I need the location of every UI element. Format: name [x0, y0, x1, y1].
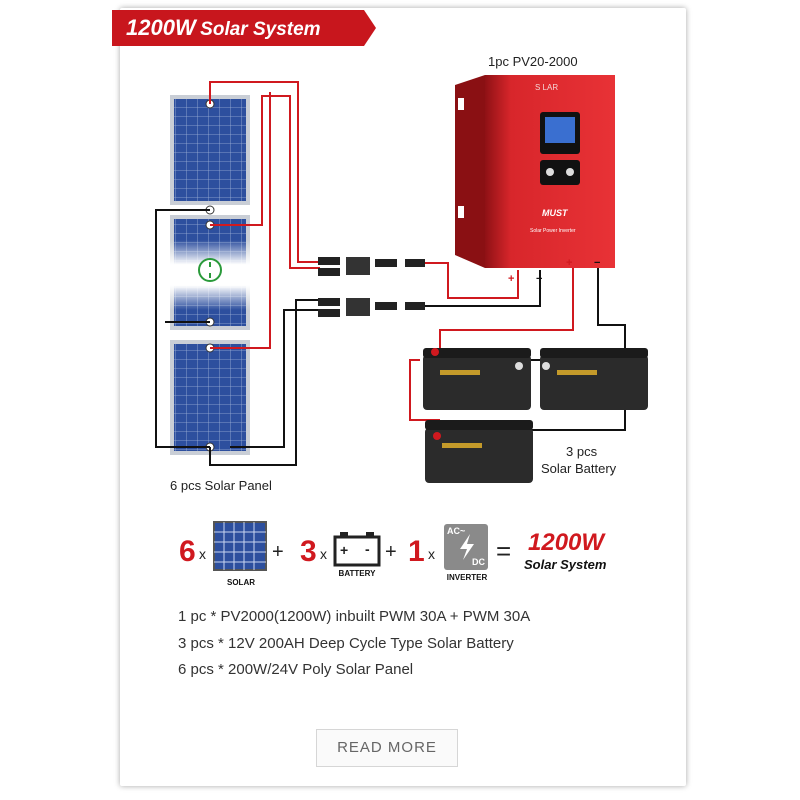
- battery-right: [540, 348, 648, 410]
- spec-line-2: 3 pcs * 12V 200AH Deep Cycle Type Solar …: [178, 635, 514, 652]
- inverter-caption: INVERTER: [446, 573, 488, 582]
- solar-panel-middle: [168, 215, 252, 330]
- solar-panel-top: [170, 95, 250, 205]
- result-power: 1200W: [528, 529, 605, 556]
- inverter-brand: MUST: [542, 208, 569, 218]
- svg-text:−: −: [536, 273, 542, 285]
- battery-icon: + -: [333, 532, 381, 567]
- inverter: S LAR MUST Solar Power Inverter: [455, 75, 615, 268]
- svg-text:−: −: [594, 257, 600, 269]
- svg-text:+: +: [566, 257, 572, 269]
- mc4-connectors: [318, 257, 425, 317]
- times-sign: x: [199, 546, 206, 562]
- inverter-logo: S LAR: [535, 83, 558, 92]
- solar-panel-icon: [213, 521, 267, 571]
- solar-panel-bottom: [170, 340, 250, 455]
- inverter-count: 1: [408, 535, 425, 568]
- inverter-icon-dc: DC: [472, 557, 485, 567]
- inverter-model-text: Solar Power Inverter: [530, 228, 576, 234]
- wiring-diagram: S LAR MUST Solar Power Inverter + − + −: [155, 75, 648, 483]
- plus-sign-2: +: [385, 541, 397, 563]
- inverter-icon-ac: AC~: [447, 526, 466, 536]
- svg-text:-: -: [365, 541, 370, 557]
- spec-line-1: 1 pc * PV2000(1200W) inbuilt PWM 30A + P…: [178, 608, 531, 625]
- panel-label: 6 pcs Solar Panel: [170, 478, 272, 493]
- svg-text:+: +: [340, 542, 348, 558]
- inverter-label: 1pc PV20-2000: [488, 54, 578, 69]
- solar-caption: SOLAR: [227, 578, 255, 587]
- equals-sign: =: [496, 536, 512, 566]
- battery-bottom: [425, 420, 533, 483]
- battery-count: 3: [300, 535, 317, 568]
- battery-label-line2: Solar Battery: [541, 461, 617, 476]
- battery-left: [423, 348, 531, 410]
- banner-title-bold: 1200W: [126, 15, 196, 40]
- battery-label-line1: 3 pcs: [566, 444, 598, 459]
- battery-caption: BATTERY: [338, 569, 376, 578]
- times-sign-2: x: [320, 546, 327, 562]
- times-sign-3: x: [428, 546, 435, 562]
- spec-line-3: 6 pcs * 200W/24V Poly Solar Panel: [178, 661, 414, 678]
- inverter-icon: AC~ DC: [444, 524, 488, 570]
- plus-sign-1: +: [272, 541, 284, 563]
- result-label: Solar System: [524, 557, 607, 572]
- read-more-button[interactable]: READ MORE: [316, 729, 458, 767]
- svg-text:+: +: [508, 273, 514, 285]
- title-banner: 1200W Solar System: [112, 10, 376, 46]
- solar-count: 6: [179, 535, 196, 568]
- banner-title-rest: Solar System: [200, 19, 321, 40]
